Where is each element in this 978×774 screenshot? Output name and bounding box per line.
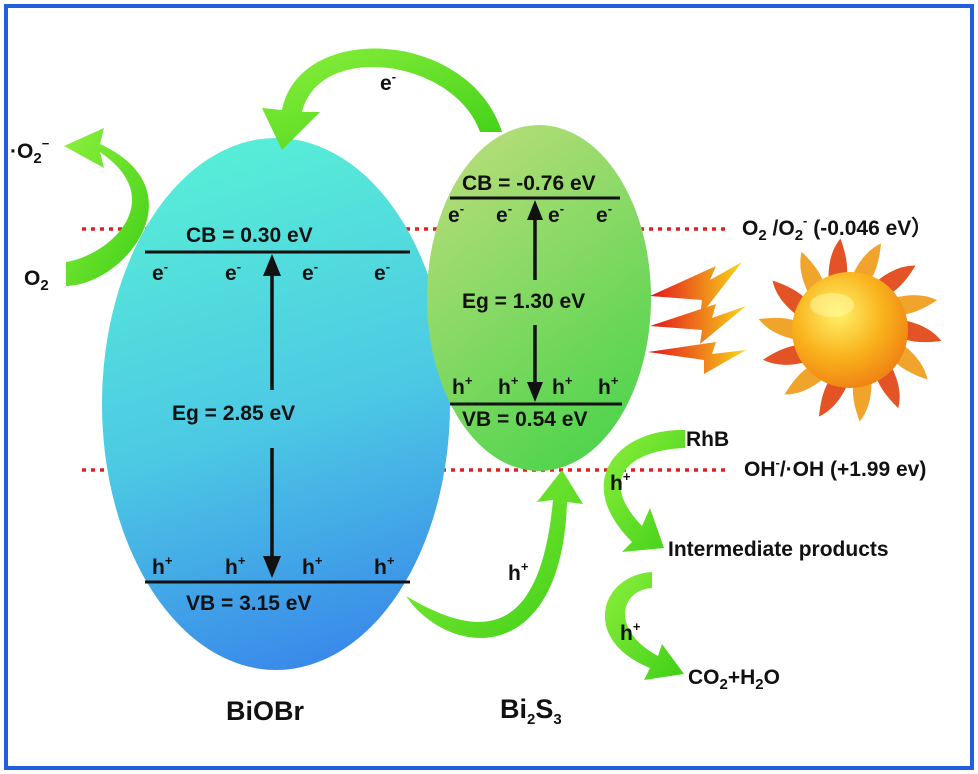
bi2s3-holes: h+ h+ h+ h+ xyxy=(452,373,619,399)
bi2s3-electron-4: e- xyxy=(596,201,612,227)
final-products-label: CO2+H2O xyxy=(688,666,780,693)
biobr-eg-arrow-down xyxy=(263,448,281,578)
rhb-degradation-arrow xyxy=(603,429,685,552)
sun-ray xyxy=(762,345,805,365)
bi2s3-hole-2: h+ xyxy=(498,373,519,399)
biobr-hole-3: h+ xyxy=(302,553,323,579)
sun-ray xyxy=(905,320,942,343)
biobr-eg-label: Eg = 2.85 eV xyxy=(172,402,295,425)
biobr-vb-label: VB = 3.15 eV xyxy=(186,592,312,615)
sun-ray xyxy=(828,238,848,279)
degradation-hole-1: h+ xyxy=(610,469,631,495)
electron-transfer-arrow xyxy=(262,48,502,150)
bi2s3-hole-4: h+ xyxy=(598,373,619,399)
light-ray-icon xyxy=(648,262,746,374)
biobr-ellipse xyxy=(102,138,450,670)
sun-ray xyxy=(758,317,795,340)
sun-ray xyxy=(853,243,882,279)
intermediate-products-label: Intermediate products xyxy=(668,538,889,561)
intermediate-degradation-arrow xyxy=(604,572,684,680)
sun-ray xyxy=(852,381,872,422)
degradation-hole-2: h+ xyxy=(620,619,641,645)
sun-ray xyxy=(818,381,847,417)
bi2s3-eg-arrow-down xyxy=(527,325,543,402)
oxygen-label: O2 xyxy=(24,267,49,294)
biobr-electrons: e-e-e-e- xyxy=(152,259,390,285)
sun-ray xyxy=(895,345,928,380)
biobr-name: BiOBr xyxy=(226,696,305,726)
electron-transfer-label: e- xyxy=(380,69,396,95)
biobr-electron-1: e- xyxy=(152,259,168,285)
bi2s3-electron-1: e- xyxy=(448,201,464,227)
biobr-electron-4: e- xyxy=(374,259,390,285)
biobr-cb-label: CB = 0.30 eV xyxy=(186,224,313,247)
rhb-label: RhB xyxy=(686,428,729,451)
biobr-hole-1: h+ xyxy=(152,553,173,579)
biobr-hole-2: h+ xyxy=(225,553,246,579)
hole-transfer-arrow xyxy=(406,470,583,638)
diagram-frame xyxy=(4,4,974,770)
sun-icon xyxy=(758,238,942,422)
biobr-electron-2: e- xyxy=(225,259,241,285)
hole-transfer-label: h+ xyxy=(508,559,529,585)
biobr-eg-arrow-up xyxy=(263,254,281,390)
sun-ray xyxy=(772,280,805,315)
biobr-holes: h+ h+ h+ h+ xyxy=(152,553,395,579)
bi2s3-cb-label: CB = -0.76 eV xyxy=(462,172,596,195)
bi2s3-hole-3: h+ xyxy=(552,373,573,399)
bi2s3-electron-2: e- xyxy=(496,201,512,227)
bi2s3-vb-label: VB = 0.54 eV xyxy=(462,408,588,431)
oh-level-label: OH-/·OH (+1.99 ev) xyxy=(744,455,926,481)
bi2s3-hole-1: h+ xyxy=(452,373,473,399)
bi2s3-electron-3: e- xyxy=(548,201,564,227)
o2-level-label: O2 /O2- (-0.046 eV） xyxy=(742,213,932,244)
biobr-electron-3: e- xyxy=(302,259,318,285)
bi2s3-name: Bi2S3 xyxy=(500,694,562,728)
biobr-hole-4: h+ xyxy=(374,553,395,579)
bi2s3-eg-arrow-up xyxy=(527,200,543,280)
sun-ray xyxy=(895,295,938,315)
superoxide-label: ·O2− xyxy=(10,136,50,167)
o2-reduction-arrow xyxy=(64,128,149,286)
bi2s3-ellipse xyxy=(427,125,651,471)
bi2s3-eg-label: Eg = 1.30 eV xyxy=(462,290,585,313)
bi2s3-electrons: e-e-e-e- xyxy=(448,201,612,227)
